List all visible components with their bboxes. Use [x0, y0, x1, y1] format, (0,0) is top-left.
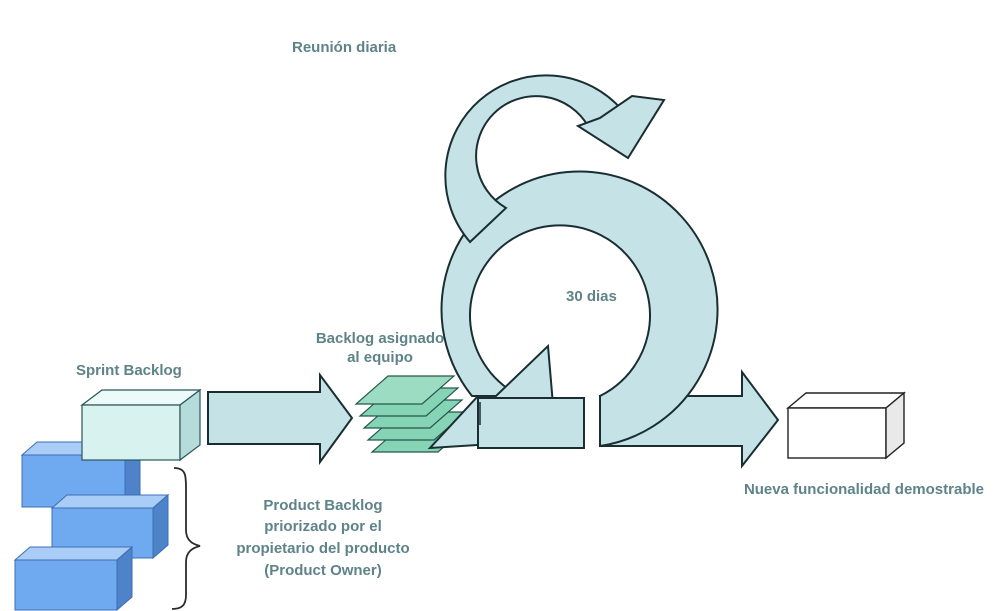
daily-meeting-loop	[444, 74, 666, 244]
sprint-entry-channel	[477, 397, 585, 449]
box-front	[787, 407, 887, 459]
flow-arrow-to-output	[599, 369, 780, 469]
box-top	[13, 546, 134, 561]
daily-meeting-arrowhead	[575, 94, 666, 160]
product-backlog-label-line1: Product Backlog	[263, 497, 382, 514]
assigned-backlog-label-line2: al equipo	[347, 349, 413, 366]
product-backlog-brace	[171, 467, 201, 610]
box-front	[81, 404, 181, 461]
sprint-backlog-label: Sprint Backlog	[76, 362, 182, 379]
box-top	[786, 392, 906, 409]
box-side	[179, 388, 201, 462]
box-top	[50, 494, 170, 509]
product-backlog-stack	[13, 440, 170, 611]
daily-meeting-label: Reunión diaria	[292, 39, 397, 56]
sprint-cycle-band	[440, 170, 719, 448]
sprint-duration-label: 30 dias	[566, 288, 617, 305]
box-side	[152, 493, 169, 560]
sprint-backlog-box	[80, 388, 202, 462]
product-backlog-box-3	[13, 545, 134, 611]
product-backlog-label-line4: (Product Owner)	[264, 562, 382, 579]
output-label: Nueva funcionalidad demostrable	[744, 481, 984, 498]
flow-arrow-to-team-backlog	[207, 371, 354, 466]
assigned-backlog-label-line1: Backlog asignado	[316, 330, 444, 347]
box-side	[885, 391, 905, 460]
box-front	[14, 559, 118, 611]
sprint-entry-channel-inner	[479, 402, 585, 446]
product-backlog-label-line3: propietario del producto	[236, 540, 409, 557]
product-backlog-label-line2: priorizado por el	[264, 518, 382, 535]
output-box	[786, 391, 906, 460]
sheet	[354, 375, 456, 405]
box-side	[116, 545, 133, 611]
